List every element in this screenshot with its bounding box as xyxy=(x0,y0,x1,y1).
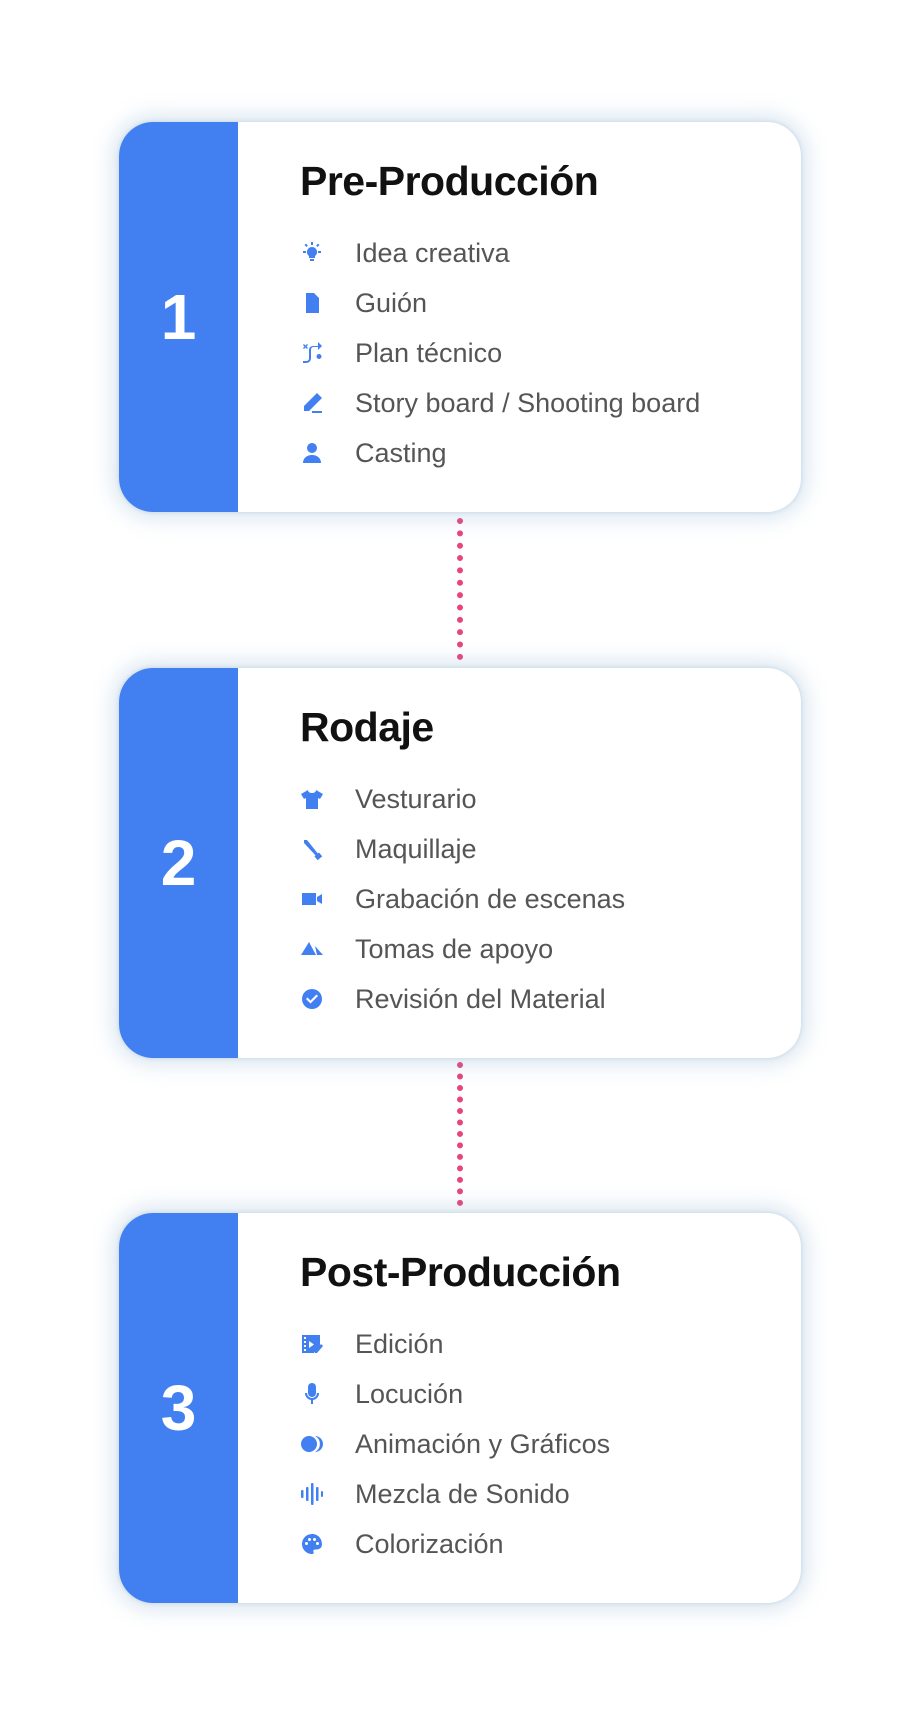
task-item: Vesturario xyxy=(295,774,625,824)
task-label: Grabación de escenas xyxy=(355,883,626,914)
lightbulb-icon xyxy=(295,240,329,266)
stage-number: 1 xyxy=(160,281,197,353)
task-label: Tomas de apoyo xyxy=(355,933,554,964)
task-item: Grabación de escenas xyxy=(295,874,625,924)
audio-waveform-icon xyxy=(295,1481,329,1507)
task-item: Revisión del Material xyxy=(295,974,625,1024)
task-item: Tomas de apoyo xyxy=(295,924,625,974)
shirt-icon xyxy=(295,786,329,812)
task-label: Idea creativa xyxy=(355,237,510,268)
connector-line-2-3 xyxy=(457,1062,469,1206)
task-label: Plan técnico xyxy=(355,337,503,368)
task-item: Colorización xyxy=(295,1519,610,1569)
task-label: Story board / Shooting board xyxy=(355,387,701,418)
stage-number: 3 xyxy=(160,1372,197,1444)
task-item: Locución xyxy=(295,1369,610,1419)
document-icon xyxy=(295,290,329,316)
stage-number: 2 xyxy=(160,827,197,899)
stage-title: Rodaje xyxy=(300,704,434,750)
task-label: Revisión del Material xyxy=(355,983,606,1014)
makeup-brush-icon xyxy=(295,836,329,862)
microphone-icon xyxy=(295,1381,329,1407)
landscape-icon xyxy=(295,936,329,962)
stage-title: Post-Producción xyxy=(300,1249,621,1295)
video-edit-icon xyxy=(295,1331,329,1357)
task-label: Guión xyxy=(355,287,428,318)
stage-title: Pre-Producción xyxy=(300,158,599,204)
pencil-icon xyxy=(295,390,329,416)
task-label: Animación y Gráficos xyxy=(355,1428,611,1459)
task-item: Animación y Gráficos xyxy=(295,1419,610,1469)
task-item: Mezcla de Sonido xyxy=(295,1469,610,1519)
stage-number-panel: 2 xyxy=(119,668,238,1058)
task-label: Colorización xyxy=(355,1528,504,1559)
video-camera-icon xyxy=(295,886,329,912)
task-item: Story board / Shooting board xyxy=(295,378,700,428)
task-item: Plan técnico xyxy=(295,328,700,378)
stage-number-panel: 1 xyxy=(119,122,238,512)
overlapping-circles-icon xyxy=(295,1431,329,1457)
task-label: Maquillaje xyxy=(355,833,477,864)
task-label: Mezcla de Sonido xyxy=(355,1478,570,1509)
task-label: Casting xyxy=(355,437,447,468)
task-label: Edición xyxy=(355,1328,444,1359)
task-label: Locución xyxy=(355,1378,464,1409)
task-item: Edición xyxy=(295,1319,610,1369)
route-plan-icon xyxy=(295,340,329,366)
task-item: Idea creativa xyxy=(295,228,700,278)
stage-number-panel: 3 xyxy=(119,1213,238,1603)
check-circle-icon xyxy=(295,986,329,1012)
connector-line-1-2 xyxy=(457,518,469,660)
person-icon xyxy=(295,440,329,466)
task-item: Maquillaje xyxy=(295,824,625,874)
task-item: Casting xyxy=(295,428,700,478)
task-label: Vesturario xyxy=(355,783,477,814)
palette-icon xyxy=(295,1531,329,1557)
task-item: Guión xyxy=(295,278,700,328)
